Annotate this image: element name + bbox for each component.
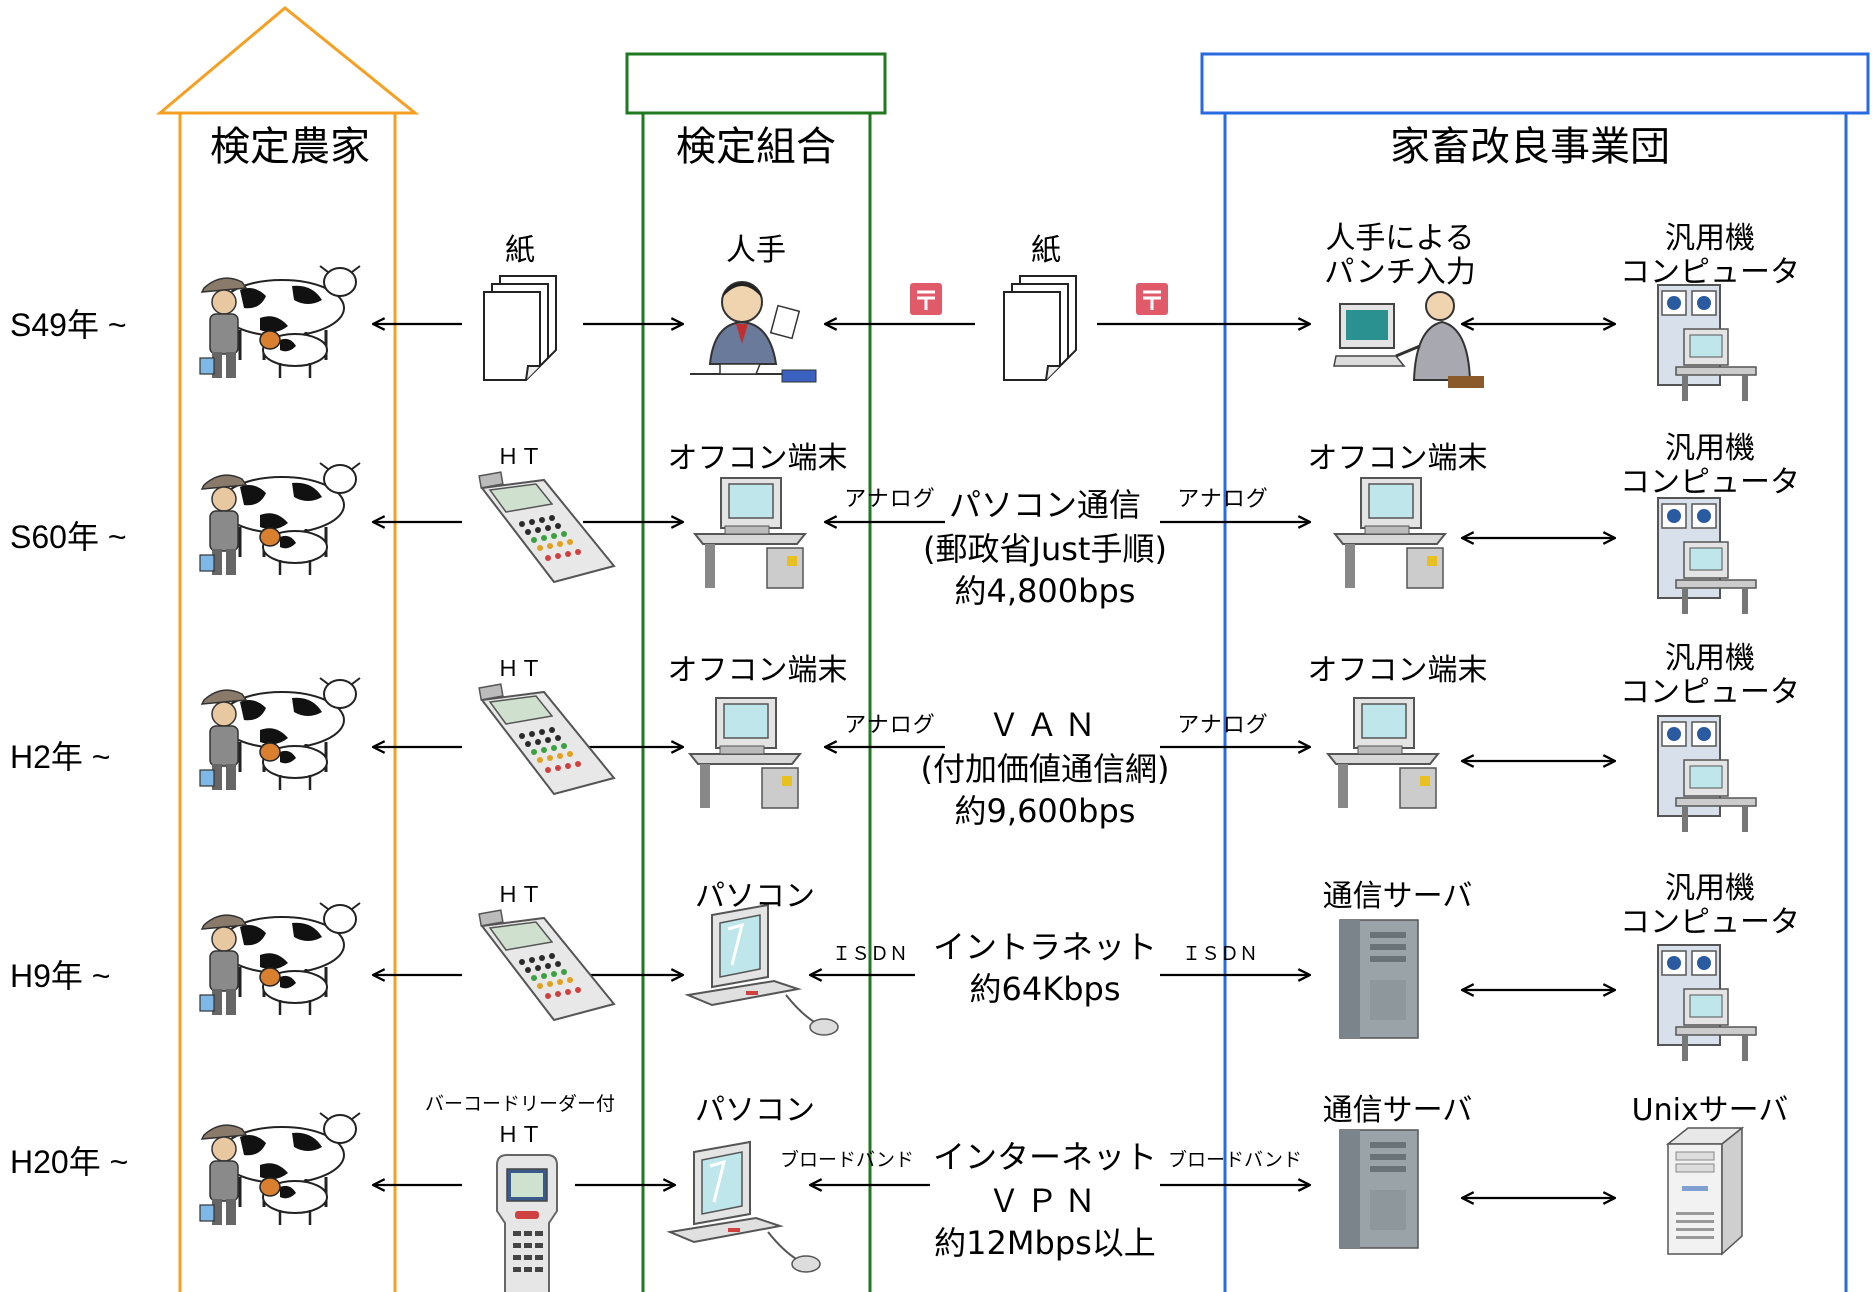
broadband-label: ブロードバンド [1168, 1149, 1302, 1171]
paper-icon [1003, 275, 1077, 381]
handheld-terminal-icon [478, 471, 615, 583]
agency-column-frame [1200, 52, 1870, 1292]
analog-label: アナログ [844, 713, 936, 738]
handheld-terminal-icon [478, 683, 615, 795]
mainframe-label: コンピュータ [1620, 465, 1800, 500]
isdn-label: ＩＳＤＮ [1181, 943, 1258, 965]
ht-label: ＨＴ [496, 657, 543, 682]
comm-protocol-label: (付加価値通信網) [920, 750, 1170, 788]
paper-icon [483, 275, 557, 381]
comm-method-label: ＶＡＮ [987, 706, 1102, 744]
era-label: S60年 ~ [10, 519, 127, 555]
comm-speed-label: 約9,600bps [954, 792, 1136, 830]
isdn-label: ＩＳＤＮ [831, 943, 908, 965]
agency-device-label: 通信サーバ [1322, 879, 1473, 914]
analog-label: アナログ [844, 487, 936, 512]
mainframe-icon [1657, 944, 1757, 1062]
postal-mark-icon [908, 281, 944, 317]
mainframe-label: コンピュータ [1620, 255, 1800, 290]
agency-device-label: オフコン端末 [1307, 653, 1488, 688]
ht-label: ＨＴ [496, 445, 543, 470]
farmer-column-frame [155, 6, 420, 1292]
column-title-farmer: 検定農家 [210, 124, 370, 170]
analog-label: アナログ [1177, 713, 1269, 738]
server-icon [1339, 919, 1419, 1039]
mainframe-label: 汎用機 [1665, 871, 1755, 906]
punch-input-label: 人手による [1325, 221, 1475, 256]
handheld-terminal-icon [478, 909, 615, 1021]
agency-device-label: オフコン端末 [1307, 441, 1488, 476]
ht-label: ＨＴ [496, 883, 543, 908]
agency-device-label: 通信サーバ [1322, 1093, 1473, 1128]
union-device-label: パソコン [695, 879, 815, 914]
mainframe-label: 汎用機 [1665, 641, 1755, 676]
mainframe-label: コンピュータ [1620, 905, 1800, 940]
punch-input-label: パンチ入力 [1324, 255, 1476, 290]
mainframe-icon [1657, 497, 1757, 615]
paper-label: 紙 [505, 233, 535, 268]
pc-icon [686, 903, 840, 1037]
comm-speed-label: 約4,800bps [954, 572, 1136, 610]
farmer-cow-icon [198, 1111, 362, 1227]
era-label: H2年 ~ [10, 739, 111, 775]
barcode-ht-icon [496, 1154, 558, 1292]
analog-label: アナログ [1177, 487, 1269, 512]
comm-vpn-label: ＶＰＮ [987, 1182, 1102, 1220]
barcode-ht-label: バーコードリーダー付 [424, 1093, 615, 1115]
comm-method-label: インターネット [932, 1138, 1157, 1176]
union-device-label: 人手 [726, 233, 786, 268]
person-writing-icon [690, 281, 817, 383]
comm-method-label: パソコン通信 [948, 486, 1141, 524]
office-computer-icon [694, 477, 806, 589]
office-computer-icon [689, 697, 801, 809]
unix-server-icon [1665, 1126, 1745, 1256]
office-computer-icon [1334, 477, 1446, 589]
mainframe-label: 汎用機 [1665, 431, 1755, 466]
era-label: S49年 ~ [10, 307, 127, 343]
column-title-union: 検定組合 [676, 124, 836, 170]
postal-mark-icon [1134, 281, 1170, 317]
server-icon [1339, 1129, 1419, 1249]
paper-label: 紙 [1031, 233, 1061, 268]
ht-label: ＨＴ [496, 1123, 543, 1148]
mainframe-icon [1657, 715, 1757, 833]
union-column-frame [625, 52, 887, 1292]
mainframe-label: 汎用機 [1665, 221, 1755, 256]
unix-server-label: Unixサーバ [1631, 1093, 1789, 1128]
person-typing-icon [1333, 291, 1484, 388]
era-label: H20年 ~ [10, 1144, 129, 1180]
comm-protocol-label: (郵政省Just手順) [923, 530, 1167, 568]
farmer-cow-icon [198, 461, 362, 577]
union-device-label: パソコン [695, 1093, 815, 1128]
era-label: H9年 ~ [10, 958, 111, 994]
union-device-label: オフコン端末 [667, 653, 848, 688]
comm-speed-label: 約64Kbps [969, 970, 1121, 1008]
mainframe-icon [1657, 284, 1757, 402]
arrows [373, 324, 1615, 1198]
comm-speed-label: 約12Mbps以上 [934, 1224, 1156, 1262]
farmer-cow-icon [198, 264, 362, 380]
farmer-cow-icon [198, 676, 362, 792]
mainframe-label: コンピュータ [1620, 675, 1800, 710]
column-title-agency: 家畜改良事業団 [1390, 124, 1670, 170]
union-device-label: オフコン端末 [667, 441, 848, 476]
farmer-cow-icon [198, 901, 362, 1017]
broadband-label: ブロードバンド [780, 1149, 914, 1171]
comm-method-label: イントラネット [932, 928, 1157, 966]
office-computer-icon [1327, 697, 1439, 809]
